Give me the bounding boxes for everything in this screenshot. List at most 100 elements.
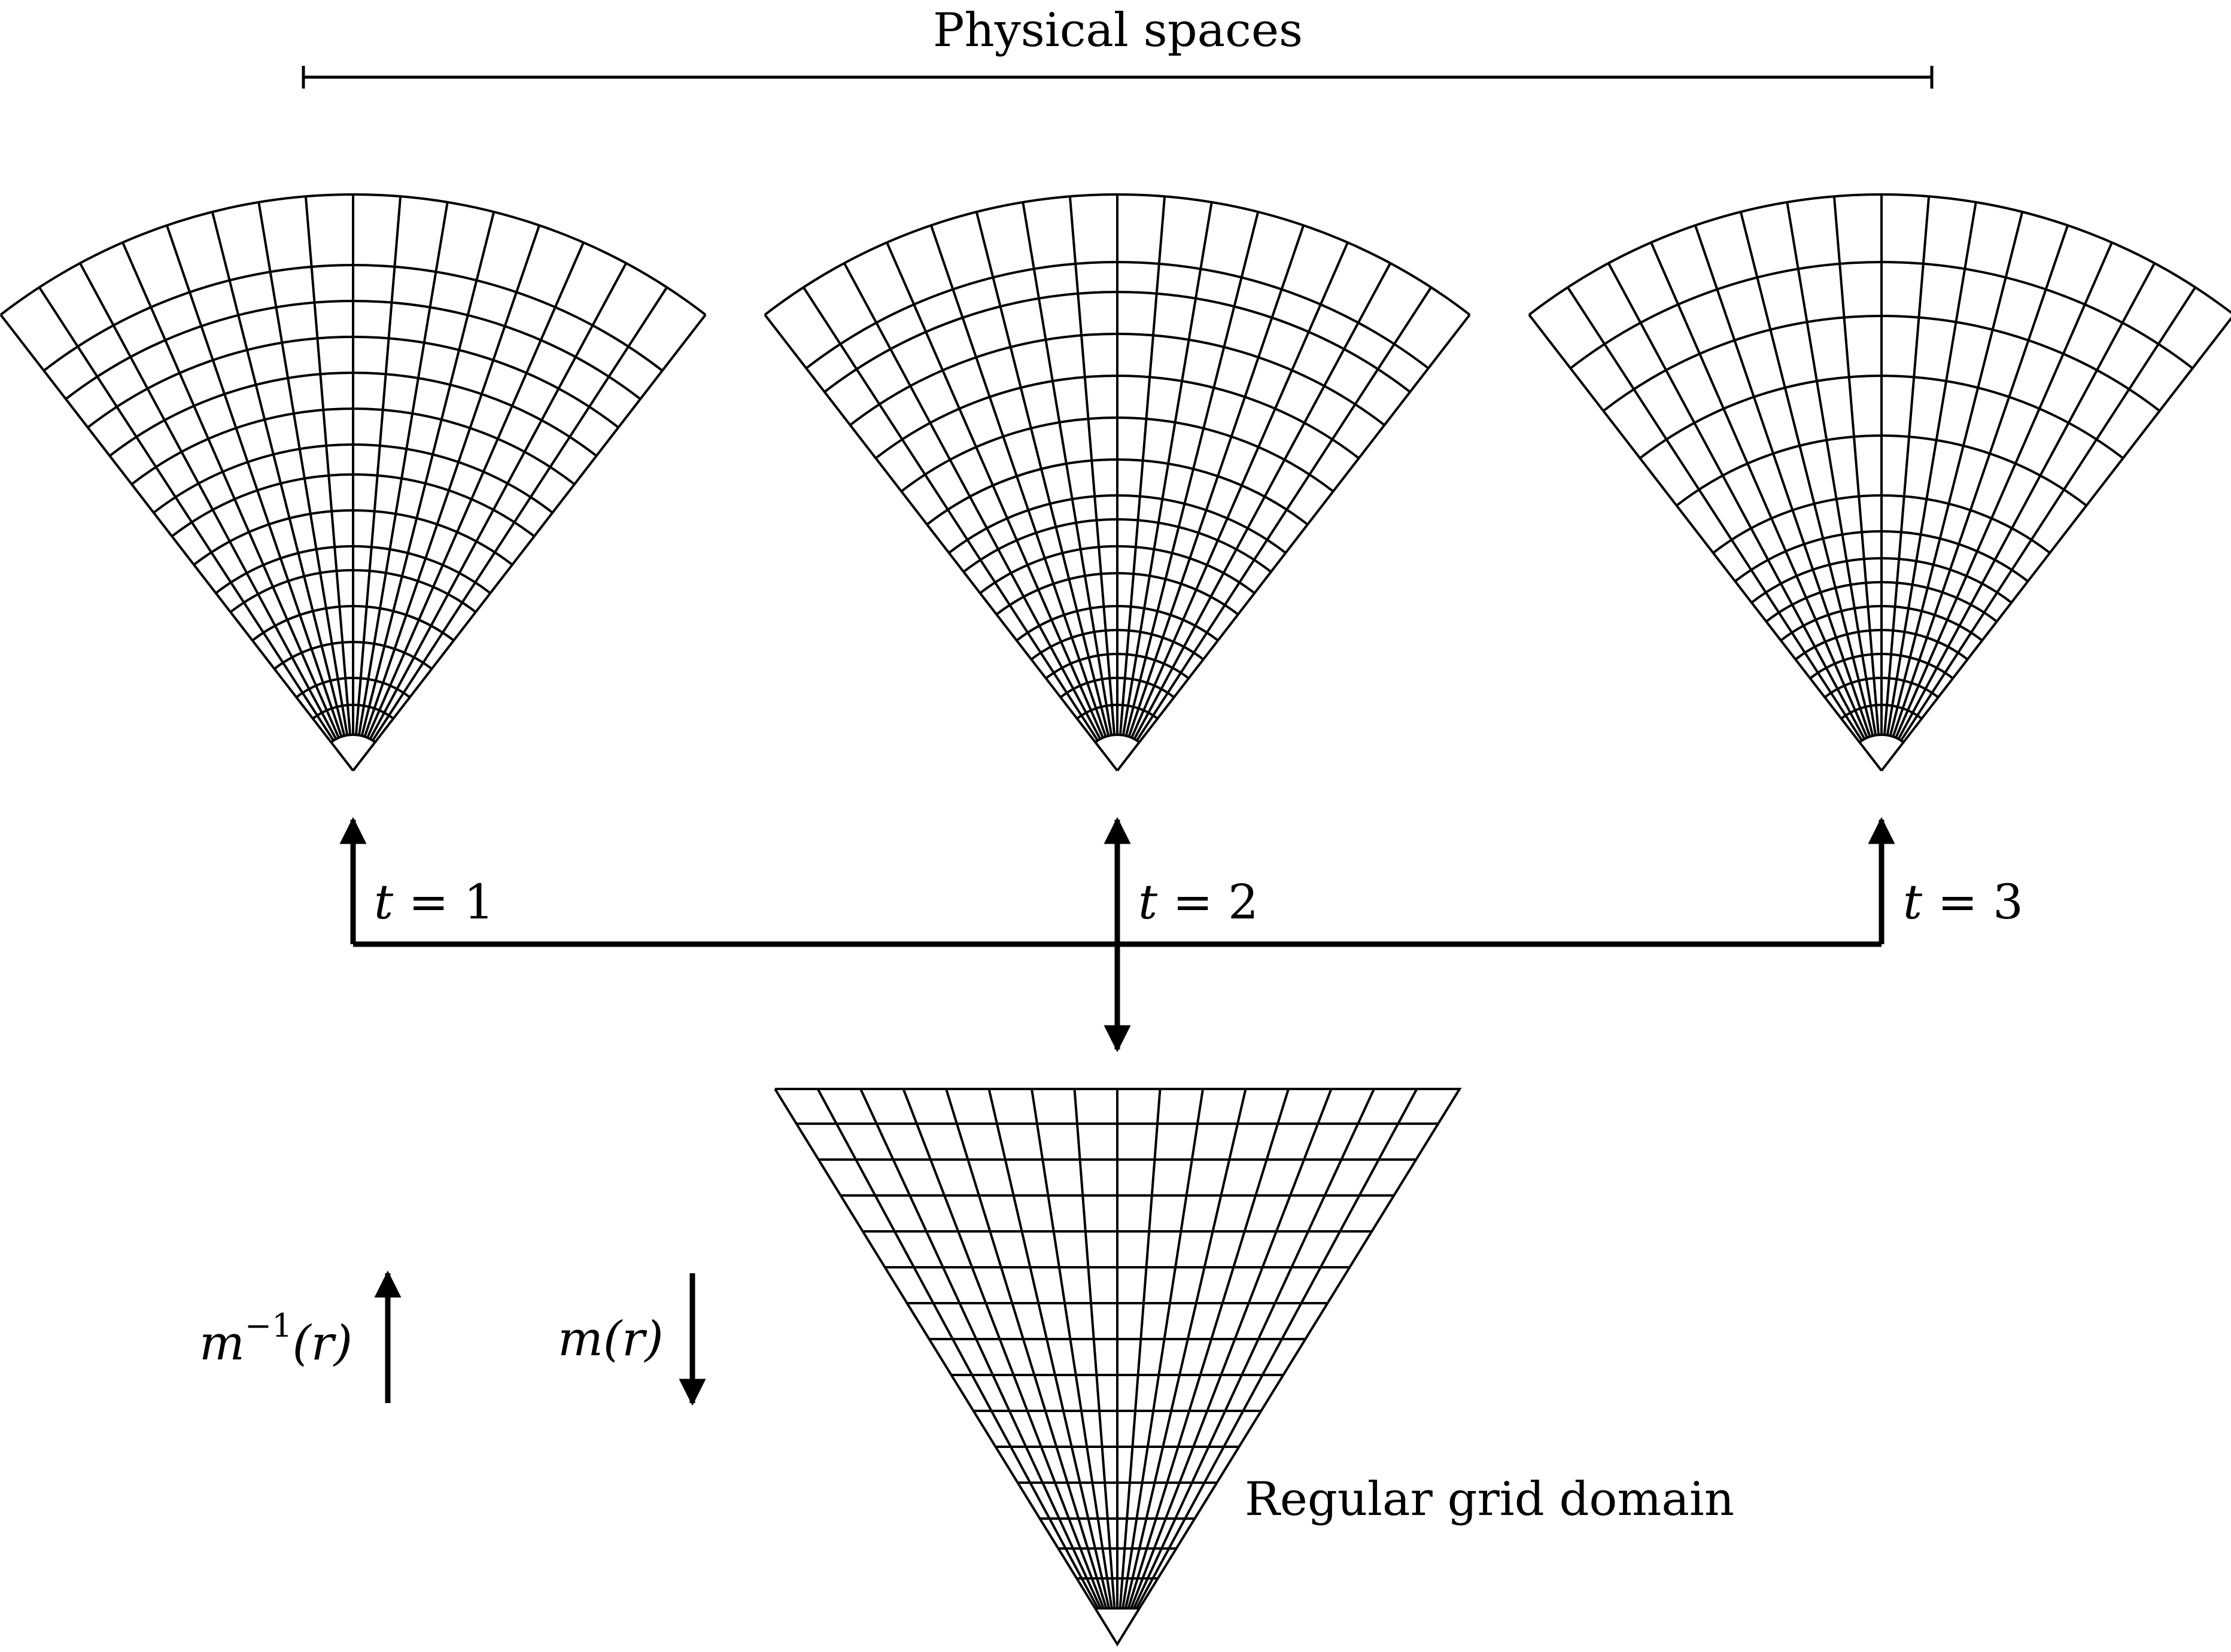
mesh-radial-line: [803, 287, 1099, 741]
inverse-map-label: m−1(r): [199, 1307, 352, 1371]
mesh-boundary-line: [1528, 314, 1883, 772]
mesh-arc: [962, 518, 1272, 573]
mesh-arc: [43, 264, 663, 372]
mesh-vertical-line: [816, 1088, 1099, 1609]
mesh-vertical-line: [945, 1088, 1108, 1609]
mesh-radial-line: [354, 196, 402, 735]
mesh-radial-line: [1892, 225, 2069, 737]
mesh-radial-line: [121, 242, 340, 738]
mesh-boundary-line: [764, 314, 1118, 772]
mesh-arc: [805, 261, 1430, 370]
mesh-radial-line: [1786, 202, 1877, 736]
mesh-arc: [1639, 375, 2124, 460]
mesh-boundary-line: [1880, 317, 2231, 772]
mesh-arc: [1569, 261, 2194, 370]
mesh-arc: [312, 704, 394, 720]
mesh-arc: [823, 291, 1411, 393]
mesh-arc: [1712, 494, 2051, 554]
mesh-vertical-line: [1118, 1088, 1162, 1609]
mesh-radial-line: [1133, 262, 1391, 740]
mesh-arc: [979, 545, 1256, 594]
regular-grid-mesh: [774, 1088, 1462, 1647]
regular-grid-label: Regular grid domain: [1245, 1472, 1734, 1526]
mesh-arc: [109, 372, 597, 457]
mesh-radial-line: [975, 211, 1110, 737]
mesh-vertical-line: [902, 1088, 1105, 1609]
mesh-arc: [1795, 629, 1968, 661]
mesh-arc: [849, 333, 1385, 426]
mesh-radial-line: [929, 225, 1107, 737]
mesh-radial-line: [1121, 202, 1213, 736]
mesh-arc: [1095, 734, 1140, 744]
mesh-arc: [171, 473, 535, 537]
mesh-radial-line: [1567, 287, 1864, 741]
mesh-arc: [875, 375, 1360, 460]
mesh-arc: [130, 407, 576, 485]
mesh-boundary-line: [0, 314, 354, 772]
mesh-radial-line: [1886, 202, 1977, 736]
mesh-arc: [1750, 557, 2013, 604]
mesh-arc: [229, 569, 477, 613]
mesh-arc: [948, 494, 1287, 554]
mesh-radial-line: [1895, 242, 2113, 738]
mesh-arc: [1780, 605, 1983, 641]
mesh-radial-line: [1897, 262, 2156, 740]
mesh-vertical-line: [1124, 1088, 1247, 1609]
mesh-arc: [87, 336, 619, 428]
mesh-radial-line: [369, 262, 627, 740]
mesh-arc: [1840, 704, 1923, 720]
mesh-radial-line: [1899, 287, 2196, 741]
mesh-radial-line: [886, 242, 1104, 738]
mesh-radial-line: [1127, 225, 1305, 737]
mesh-arc: [273, 641, 433, 670]
mesh-vertical-line: [1132, 1088, 1375, 1609]
mesh-radial-line: [79, 262, 338, 740]
mesh-radial-line: [1022, 202, 1113, 736]
mesh-arc: [900, 416, 1335, 492]
mesh-radial-line: [304, 196, 352, 735]
forward-map-label: m(r): [558, 1311, 664, 1367]
mesh-arc: [251, 605, 455, 641]
mesh-arc: [1076, 704, 1159, 720]
physical-spaces-bracket: [302, 66, 1934, 89]
mesh-radial-line: [363, 225, 541, 737]
mesh-radial-line: [1118, 196, 1166, 735]
mesh-radial-line: [1068, 196, 1116, 735]
physical-spaces-label: Physical spaces: [933, 4, 1303, 57]
mesh-radial-line: [38, 287, 335, 741]
mesh-vertical-line: [1121, 1088, 1204, 1609]
mesh-arc: [193, 509, 513, 566]
mesh-arc: [1676, 434, 2087, 507]
mesh-radial-line: [1135, 287, 1432, 741]
mesh-arc: [764, 193, 1471, 316]
mesh-radial-line: [1124, 211, 1260, 737]
mesh-radial-line: [211, 211, 346, 737]
mesh-vertical-line: [1130, 1088, 1333, 1609]
mesh-arc: [153, 443, 554, 514]
time-label-t1: t = 1: [374, 874, 494, 930]
mesh-arc: [0, 193, 707, 316]
mesh-arc: [1528, 193, 2231, 316]
mesh-radial-line: [1883, 196, 1931, 735]
mesh-radial-line: [165, 225, 343, 737]
mesh-arc: [215, 545, 491, 594]
mesh-arc: [65, 300, 642, 400]
mesh-arc: [995, 572, 1239, 616]
mesh-arc: [330, 734, 376, 744]
mesh-vertical-line: [1073, 1088, 1116, 1609]
mesh-arc: [1016, 605, 1219, 641]
physical-space-mesh-t2: [764, 193, 1471, 772]
time-label-t2: t = 2: [1138, 874, 1259, 930]
mesh-radial-line: [257, 202, 349, 736]
mesh-vertical-line: [859, 1088, 1102, 1609]
mapping-connector: [339, 817, 1895, 1052]
mesh-vertical-line: [987, 1088, 1111, 1609]
mesh-arc: [1859, 734, 1904, 744]
mesh-arc: [926, 458, 1309, 526]
mesh-radial-line: [1130, 242, 1349, 738]
mesh-boundary-line: [1116, 314, 1471, 772]
physical-space-mesh-t1: [0, 193, 707, 772]
time-label-t3: t = 3: [1903, 874, 2023, 930]
mesh-radial-line: [843, 262, 1102, 740]
mesh-radial-line: [1694, 225, 1871, 737]
